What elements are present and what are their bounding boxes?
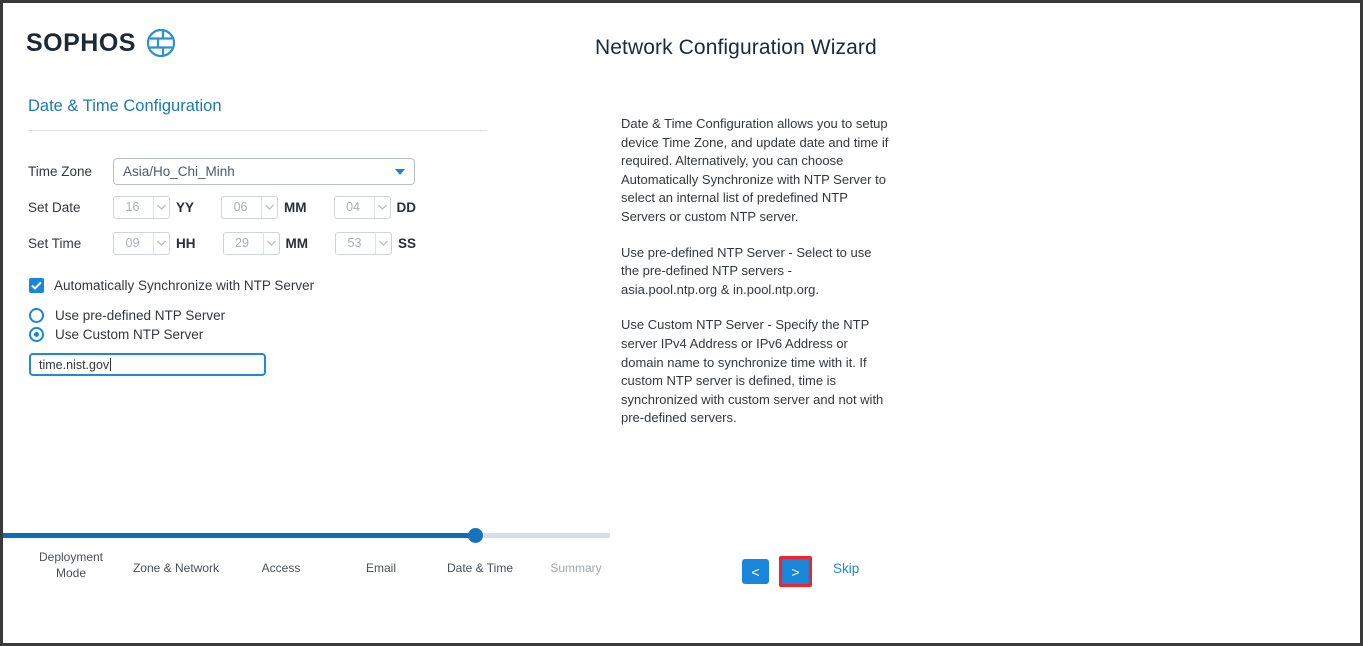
radio-unselected-icon[interactable] bbox=[29, 308, 44, 323]
time-second-select[interactable]: 53 bbox=[335, 231, 392, 255]
time-minute-select[interactable]: 29 bbox=[222, 231, 280, 255]
time-second-value: 53 bbox=[347, 236, 362, 250]
time-hour-value: 09 bbox=[125, 236, 140, 250]
checkbox-checked-icon[interactable] bbox=[29, 278, 44, 293]
previous-button[interactable]: < bbox=[742, 559, 769, 584]
step-date-time[interactable]: Date & Time bbox=[446, 561, 514, 575]
next-button-highlight: > bbox=[779, 556, 812, 587]
step-access[interactable]: Access bbox=[261, 561, 301, 575]
time-hour-unit: HH bbox=[176, 235, 196, 251]
chevron-down-icon bbox=[261, 196, 277, 218]
step-email[interactable]: Email bbox=[365, 561, 396, 575]
progress-fill bbox=[3, 533, 476, 538]
sophos-logo: SOPHOS bbox=[26, 27, 177, 59]
chevron-down-icon bbox=[262, 232, 279, 254]
chevron-down-icon bbox=[153, 232, 169, 254]
step-deployment-mode[interactable]: Deployment Mode bbox=[38, 550, 104, 580]
date-month-unit: MM bbox=[284, 199, 307, 215]
description-paragraph-2: Use pre-defined NTP Server - Select to u… bbox=[621, 244, 872, 297]
date-day-unit: DD bbox=[396, 199, 417, 215]
radio-custom-ntp-label: Use Custom NTP Server bbox=[55, 327, 204, 342]
timezone-label: Time Zone bbox=[28, 163, 93, 179]
text-cursor bbox=[110, 358, 112, 371]
radio-custom-ntp[interactable]: Use Custom NTP Server bbox=[29, 325, 225, 344]
date-day-value: 04 bbox=[346, 200, 360, 214]
brand-name: SOPHOS bbox=[26, 28, 136, 57]
datetime-form: Time Zone Asia/Ho_Chi_Minh Set Date 16 Y… bbox=[28, 153, 498, 261]
set-date-fields: 16 YY 06 MM 04 bbox=[113, 195, 417, 219]
set-time-label: Set Time bbox=[28, 235, 82, 251]
sophos-globe-icon bbox=[145, 27, 177, 59]
time-second-unit: SS bbox=[398, 235, 417, 251]
chevron-down-icon bbox=[375, 232, 391, 254]
description-panel: Date & Time Configuration allows you to … bbox=[621, 115, 889, 428]
radio-predefined-ntp-label: Use pre-defined NTP Server bbox=[55, 308, 226, 323]
set-time-row: Set Time 09 HH 29 MM 53 bbox=[28, 225, 498, 261]
section-title: Date & Time Configuration bbox=[28, 97, 222, 115]
description-paragraph-1: Date & Time Configuration allows you to … bbox=[621, 116, 889, 224]
wizard-nav: < > bbox=[742, 556, 812, 587]
time-minute-value: 29 bbox=[235, 236, 249, 250]
custom-ntp-input[interactable]: time.nist.gov bbox=[29, 353, 266, 376]
date-day-select[interactable]: 04 bbox=[333, 195, 391, 219]
timezone-select[interactable]: Asia/Ho_Chi_Minh bbox=[113, 157, 415, 185]
date-month-value: 06 bbox=[233, 200, 248, 214]
wizard-stepper: Deployment Mode Zone & Network Access Em… bbox=[3, 549, 615, 593]
date-year-value: 16 bbox=[125, 200, 140, 214]
next-button[interactable]: > bbox=[782, 559, 809, 584]
description-paragraph-3: Use Custom NTP Server - Specify the NTP … bbox=[621, 317, 884, 426]
date-year-select[interactable]: 16 bbox=[113, 195, 170, 219]
date-month-select[interactable]: 06 bbox=[221, 195, 279, 219]
ntp-mode-radio-group: Use pre-defined NTP Server Use Custom NT… bbox=[29, 306, 225, 344]
time-hour-select[interactable]: 09 bbox=[113, 231, 170, 255]
chevron-down-icon bbox=[373, 196, 390, 218]
set-date-row: Set Date 16 YY 06 MM 04 bbox=[28, 189, 498, 225]
set-time-fields: 09 HH 29 MM 53 bbox=[113, 231, 417, 255]
progress-current-dot[interactable] bbox=[468, 528, 483, 543]
auto-sync-label: Automatically Synchronize with NTP Serve… bbox=[54, 278, 315, 293]
set-date-label: Set Date bbox=[28, 199, 81, 215]
radio-predefined-ntp[interactable]: Use pre-defined NTP Server bbox=[29, 306, 225, 325]
radio-selected-icon[interactable] bbox=[29, 327, 44, 342]
auto-sync-checkbox-row[interactable]: Automatically Synchronize with NTP Serve… bbox=[29, 278, 314, 293]
skip-link[interactable]: Skip bbox=[833, 561, 860, 576]
time-minute-unit: MM bbox=[285, 235, 309, 251]
timezone-row: Time Zone Asia/Ho_Chi_Minh bbox=[28, 153, 498, 189]
progress-track bbox=[3, 528, 610, 543]
date-year-unit: YY bbox=[176, 199, 195, 215]
step-zone-network[interactable]: Zone & Network bbox=[132, 561, 220, 575]
chevron-down-icon bbox=[153, 196, 169, 218]
custom-ntp-value: time.nist.gov bbox=[39, 357, 110, 372]
step-summary[interactable]: Summary bbox=[550, 561, 602, 575]
section-divider bbox=[28, 130, 487, 131]
page-title: Network Configuration Wizard bbox=[595, 36, 877, 59]
timezone-value: Asia/Ho_Chi_Minh bbox=[123, 163, 235, 179]
chevron-down-icon bbox=[395, 169, 405, 175]
